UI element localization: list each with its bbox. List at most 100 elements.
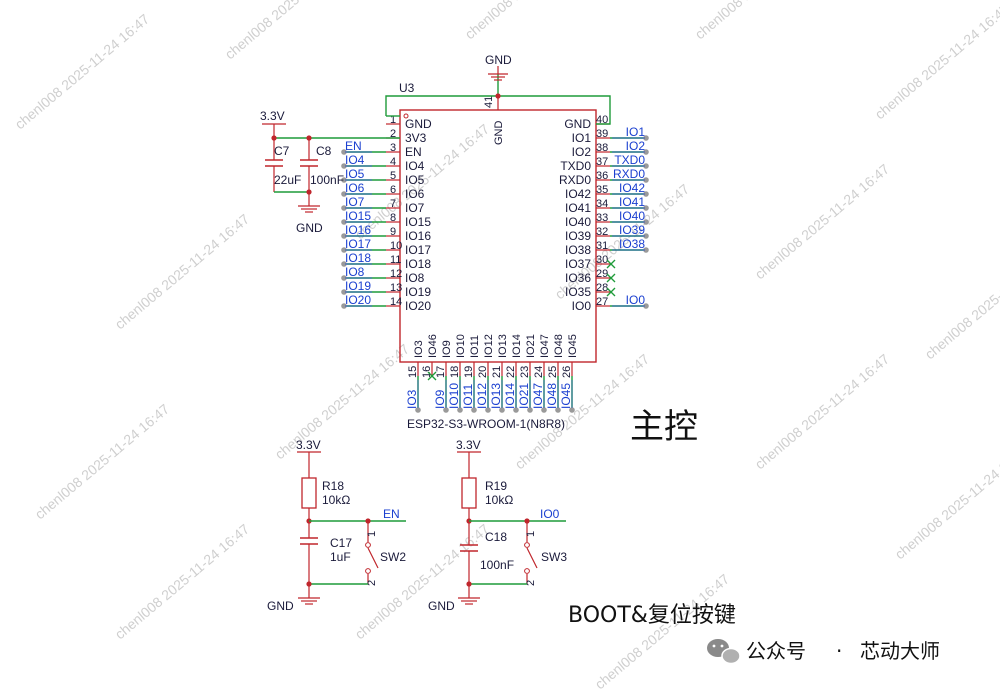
right-pin-num: 28 (596, 282, 608, 294)
gnd-symbol-top (488, 66, 508, 81)
right-pin-num: 30 (596, 254, 608, 266)
no-connect-marker (427, 371, 437, 381)
no-connect-marker (606, 259, 616, 269)
bottom-pin-num: 17 (435, 366, 447, 378)
left-pin-num: 5 (390, 170, 396, 182)
c17-ref: C17 (330, 536, 352, 550)
left-pin-num: 11 (390, 254, 401, 266)
right-pin-name: IO35 (565, 285, 591, 299)
sw3-pin2: 2 (525, 580, 537, 586)
right-pin-num: 27 (596, 296, 608, 308)
bottom-pin-name: IO10 (455, 334, 467, 358)
left-pin-name: EN (405, 145, 422, 159)
bottom-net-terminal (443, 407, 449, 413)
bottom-net-label: IO21 (517, 383, 531, 409)
bottom-net-terminal (471, 407, 477, 413)
r19-body (461, 477, 477, 509)
bottom-pin-name: IO47 (539, 334, 551, 358)
top-pin-num: 41 (483, 96, 495, 108)
sw2-pin2: 2 (366, 580, 378, 586)
right-pin-num: 37 (596, 156, 608, 168)
right-pin-num: 39 (596, 128, 608, 140)
left-pin-name: IO16 (405, 229, 431, 243)
left-net-terminal (341, 261, 347, 267)
bottom-net-label: IO14 (503, 383, 517, 409)
right-net-label: TXD0 (614, 153, 645, 167)
left-pin-name: IO18 (405, 257, 431, 271)
bottom-pin-num: 18 (449, 366, 461, 378)
right-pin-num: 29 (596, 268, 608, 280)
left-pin-name: IO6 (405, 187, 425, 201)
right-net-terminal (643, 191, 649, 197)
left-pin-num: 14 (390, 296, 402, 308)
c18-value: 100nF (480, 558, 514, 572)
reset-gnd-label: GND (267, 599, 294, 613)
left-pin-name: IO17 (405, 243, 431, 257)
left-net-terminal (341, 303, 347, 309)
right-net-label: RXD0 (613, 167, 645, 181)
left-net-label: IO15 (345, 209, 371, 223)
right-pin-name: IO0 (572, 299, 592, 313)
right-pin-num: 31 (596, 240, 608, 252)
c8-value: 100nF (310, 173, 344, 187)
watermark-text: chenl008 2025-11-24 16:47 (892, 440, 1000, 562)
gnd-label-top: GND (485, 53, 512, 67)
right-pin-name: TXD0 (560, 159, 591, 173)
left-pin-num: 8 (390, 212, 396, 224)
left-net-terminal (341, 247, 347, 253)
right-pin-num: 32 (596, 226, 608, 238)
r18-body (301, 477, 317, 509)
left-pin-name: IO7 (405, 201, 425, 215)
right-net-terminal (643, 205, 649, 211)
bottom-pin-name: IO3 (413, 340, 425, 358)
left-net-terminal (341, 149, 347, 155)
right-net-terminal (643, 163, 649, 169)
bottom-pin-name: IO14 (511, 334, 523, 358)
right-net-label: IO42 (619, 181, 645, 195)
bottom-net-terminal (499, 407, 505, 413)
r18-value: 10kΩ (322, 493, 350, 507)
boot-net-label: IO0 (540, 507, 560, 521)
watermark-text: chenl008 2025-11-24 16:47 (872, 0, 1000, 122)
right-net-terminal (643, 303, 649, 309)
left-pin-num: 10 (390, 240, 402, 252)
left-pin-num: 1 (390, 114, 396, 126)
right-pin-name: IO37 (565, 257, 591, 271)
watermark-text: chenl008 2025-11-24 16:47 (592, 570, 733, 690)
c8-ref: C8 (316, 144, 332, 158)
bottom-pin-num: 16 (421, 366, 433, 378)
left-net-terminal (341, 191, 347, 197)
bottom-net-terminal (415, 407, 421, 413)
bottom-pin-name: IO46 (427, 334, 439, 358)
left-pin-num: 4 (390, 156, 396, 168)
sw3-ref: SW3 (541, 550, 567, 564)
right-pin-name: RXD0 (559, 173, 591, 187)
left-net-terminal (341, 275, 347, 281)
bottom-net-terminal (555, 407, 561, 413)
right-net-terminal (643, 177, 649, 183)
bottom-pin-name: IO12 (483, 334, 495, 358)
right-pin-num: 40 (596, 114, 608, 126)
bottom-pin-name: IO11 (469, 335, 481, 358)
right-net-label: IO2 (626, 139, 646, 153)
bottom-pin-name: IO9 (441, 340, 453, 358)
watermark-text: chenl008 2025-11-24 16:47 (692, 0, 833, 42)
right-pin-name: GND (564, 117, 591, 131)
watermark-text: chenl008 2025-11-24 16:47 (272, 340, 413, 462)
watermark-text: chenl008 2025-11-24 16:47 (12, 10, 153, 132)
bottom-pin-name: IO21 (525, 334, 537, 358)
left-net-label: IO18 (345, 251, 371, 265)
right-net-terminal (643, 149, 649, 155)
left-pin-num: 13 (390, 282, 402, 294)
reset-power-label: 3.3V (296, 438, 321, 452)
right-pin-num: 36 (596, 170, 608, 182)
right-pin-num: 38 (596, 142, 608, 154)
right-pin-name: IO38 (565, 243, 591, 257)
right-net-label: IO39 (619, 223, 645, 237)
watermark-text: chenl008 2025-11-24 16:47 (752, 160, 893, 282)
left-pin-name: IO15 (405, 215, 431, 229)
reset-net-label: EN (383, 507, 400, 521)
left-pin-num: 3 (390, 142, 396, 154)
